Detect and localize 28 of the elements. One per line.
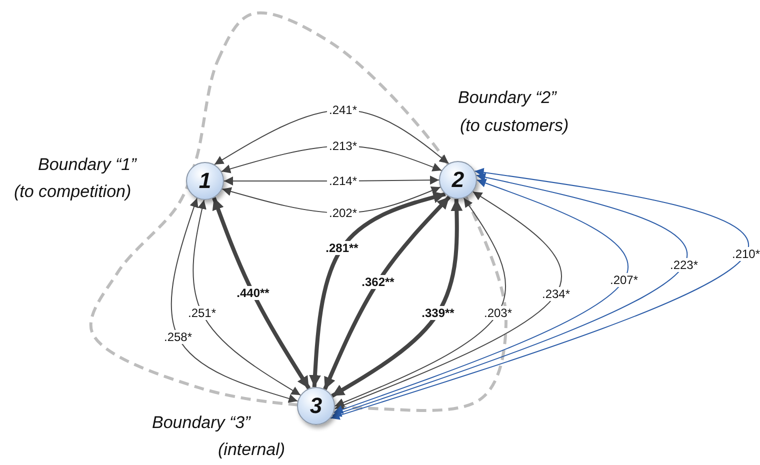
edge-label: .339**	[420, 306, 456, 320]
edge-label: .362**	[360, 275, 396, 289]
boundary-caption: Boundary “3”	[152, 413, 250, 433]
arrow	[309, 191, 446, 388]
boundary-caption: (internal)	[218, 440, 286, 460]
arrow	[332, 172, 688, 417]
boundary-caption: (to customers)	[460, 116, 569, 136]
arrow	[333, 178, 628, 414]
arrow	[323, 196, 451, 390]
numbered-circle: 3	[297, 387, 335, 425]
boundary-caption: Boundary “1”	[38, 155, 136, 175]
arrow	[334, 191, 562, 410]
edge-label: .241*	[326, 103, 360, 117]
edge-label: .440**	[234, 286, 272, 300]
boundary-caption: (to competition)	[14, 182, 132, 202]
edge-label: .213*	[326, 139, 360, 153]
boundary-caption: Boundary “2”	[458, 88, 556, 108]
numbered-circle: 1	[186, 162, 224, 200]
edge-label: .202*	[326, 206, 360, 220]
arrow	[192, 199, 301, 396]
arrow	[212, 197, 311, 390]
numbered-circle: 2	[439, 161, 477, 199]
arrow	[331, 198, 463, 398]
edge-label: .214*	[326, 174, 360, 188]
arrow	[330, 168, 750, 420]
edge-label: .281**	[324, 241, 360, 255]
arrow	[170, 198, 298, 403]
arrow	[334, 198, 506, 407]
